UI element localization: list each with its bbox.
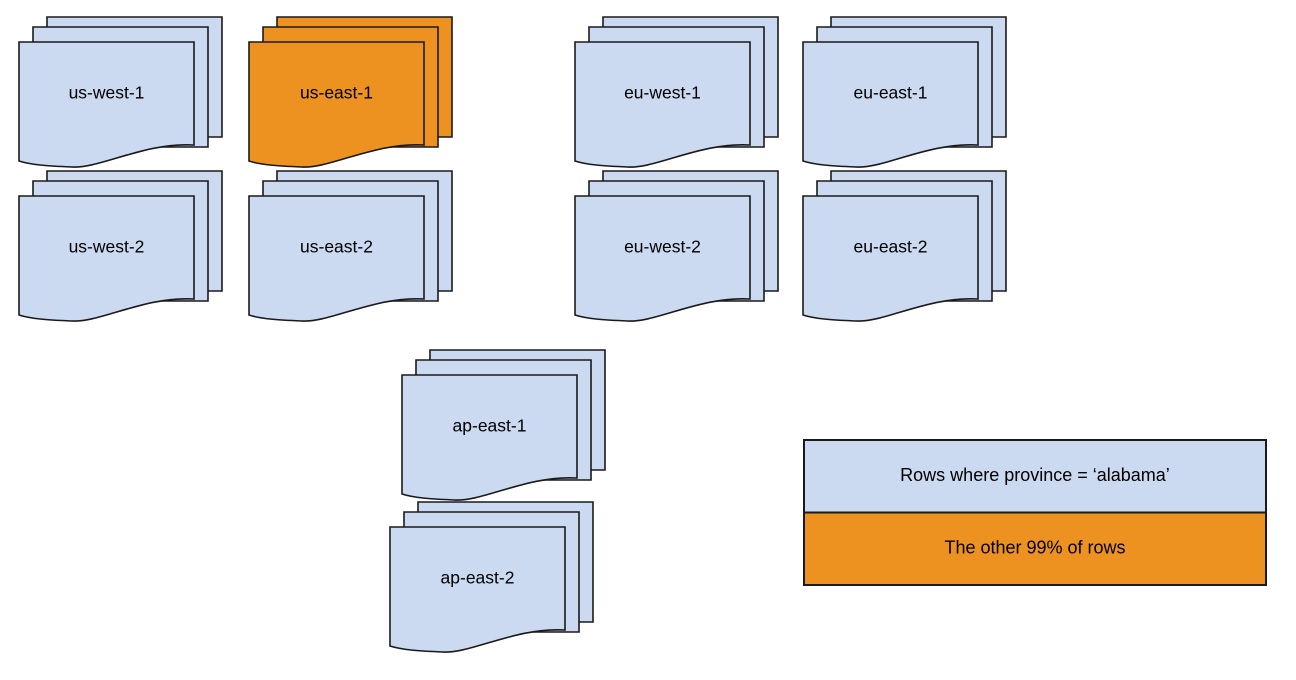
region-stack-ap-east-2[interactable]: ap-east-2 <box>389 501 594 653</box>
legend-text-legend-orange: The other 99% of rows <box>944 538 1125 558</box>
region-label: us-west-2 <box>69 237 145 257</box>
region-stack-eu-west-1[interactable]: eu-west-1 <box>574 16 779 168</box>
region-label: us-east-1 <box>300 83 373 103</box>
stack-sheet-front <box>389 526 566 653</box>
region-stack-eu-east-1[interactable]: eu-east-1 <box>802 16 1007 168</box>
legend-swatch-legend-blue <box>803 439 1267 514</box>
region-stack-ap-east-1[interactable]: ap-east-1 <box>401 349 606 501</box>
stack-sheet-front <box>18 41 195 168</box>
region-stack-us-west-1[interactable]: us-west-1 <box>18 16 223 168</box>
stack-sheet-front <box>574 195 751 322</box>
stack-sheet-front <box>18 195 195 322</box>
stack-sheet-front <box>802 195 979 322</box>
stack-sheet-front <box>248 195 425 322</box>
region-label: us-east-2 <box>300 237 373 257</box>
stack-sheet-front <box>248 41 425 168</box>
region-stack-eu-west-2[interactable]: eu-west-2 <box>574 170 779 322</box>
region-label: eu-west-2 <box>624 237 701 257</box>
stack-sheet-front <box>802 41 979 168</box>
legend-text-legend-blue: Rows where province = ‘alabama’ <box>900 465 1170 485</box>
stack-sheet-front <box>574 41 751 168</box>
region-stack-us-east-1[interactable]: us-east-1 <box>248 16 453 168</box>
region-label: eu-west-1 <box>624 83 701 103</box>
region-label: ap-east-1 <box>453 416 527 436</box>
region-label: ap-east-2 <box>441 568 515 588</box>
region-stack-us-east-2[interactable]: us-east-2 <box>248 170 453 322</box>
region-label: eu-east-1 <box>854 83 928 103</box>
region-label: eu-east-2 <box>854 237 928 257</box>
legend: Rows where province = ‘alabama’ The other… <box>803 439 1267 586</box>
region-stack-us-west-2[interactable]: us-west-2 <box>18 170 223 322</box>
region-label: us-west-1 <box>69 83 145 103</box>
region-stack-eu-east-2[interactable]: eu-east-2 <box>802 170 1007 322</box>
legend-swatch-legend-orange <box>803 511 1267 586</box>
region-stacks: us-west-1 us-east-1 eu-west-1 eu-east-1 us-w… <box>18 16 1007 653</box>
stack-sheet-front <box>401 374 578 501</box>
